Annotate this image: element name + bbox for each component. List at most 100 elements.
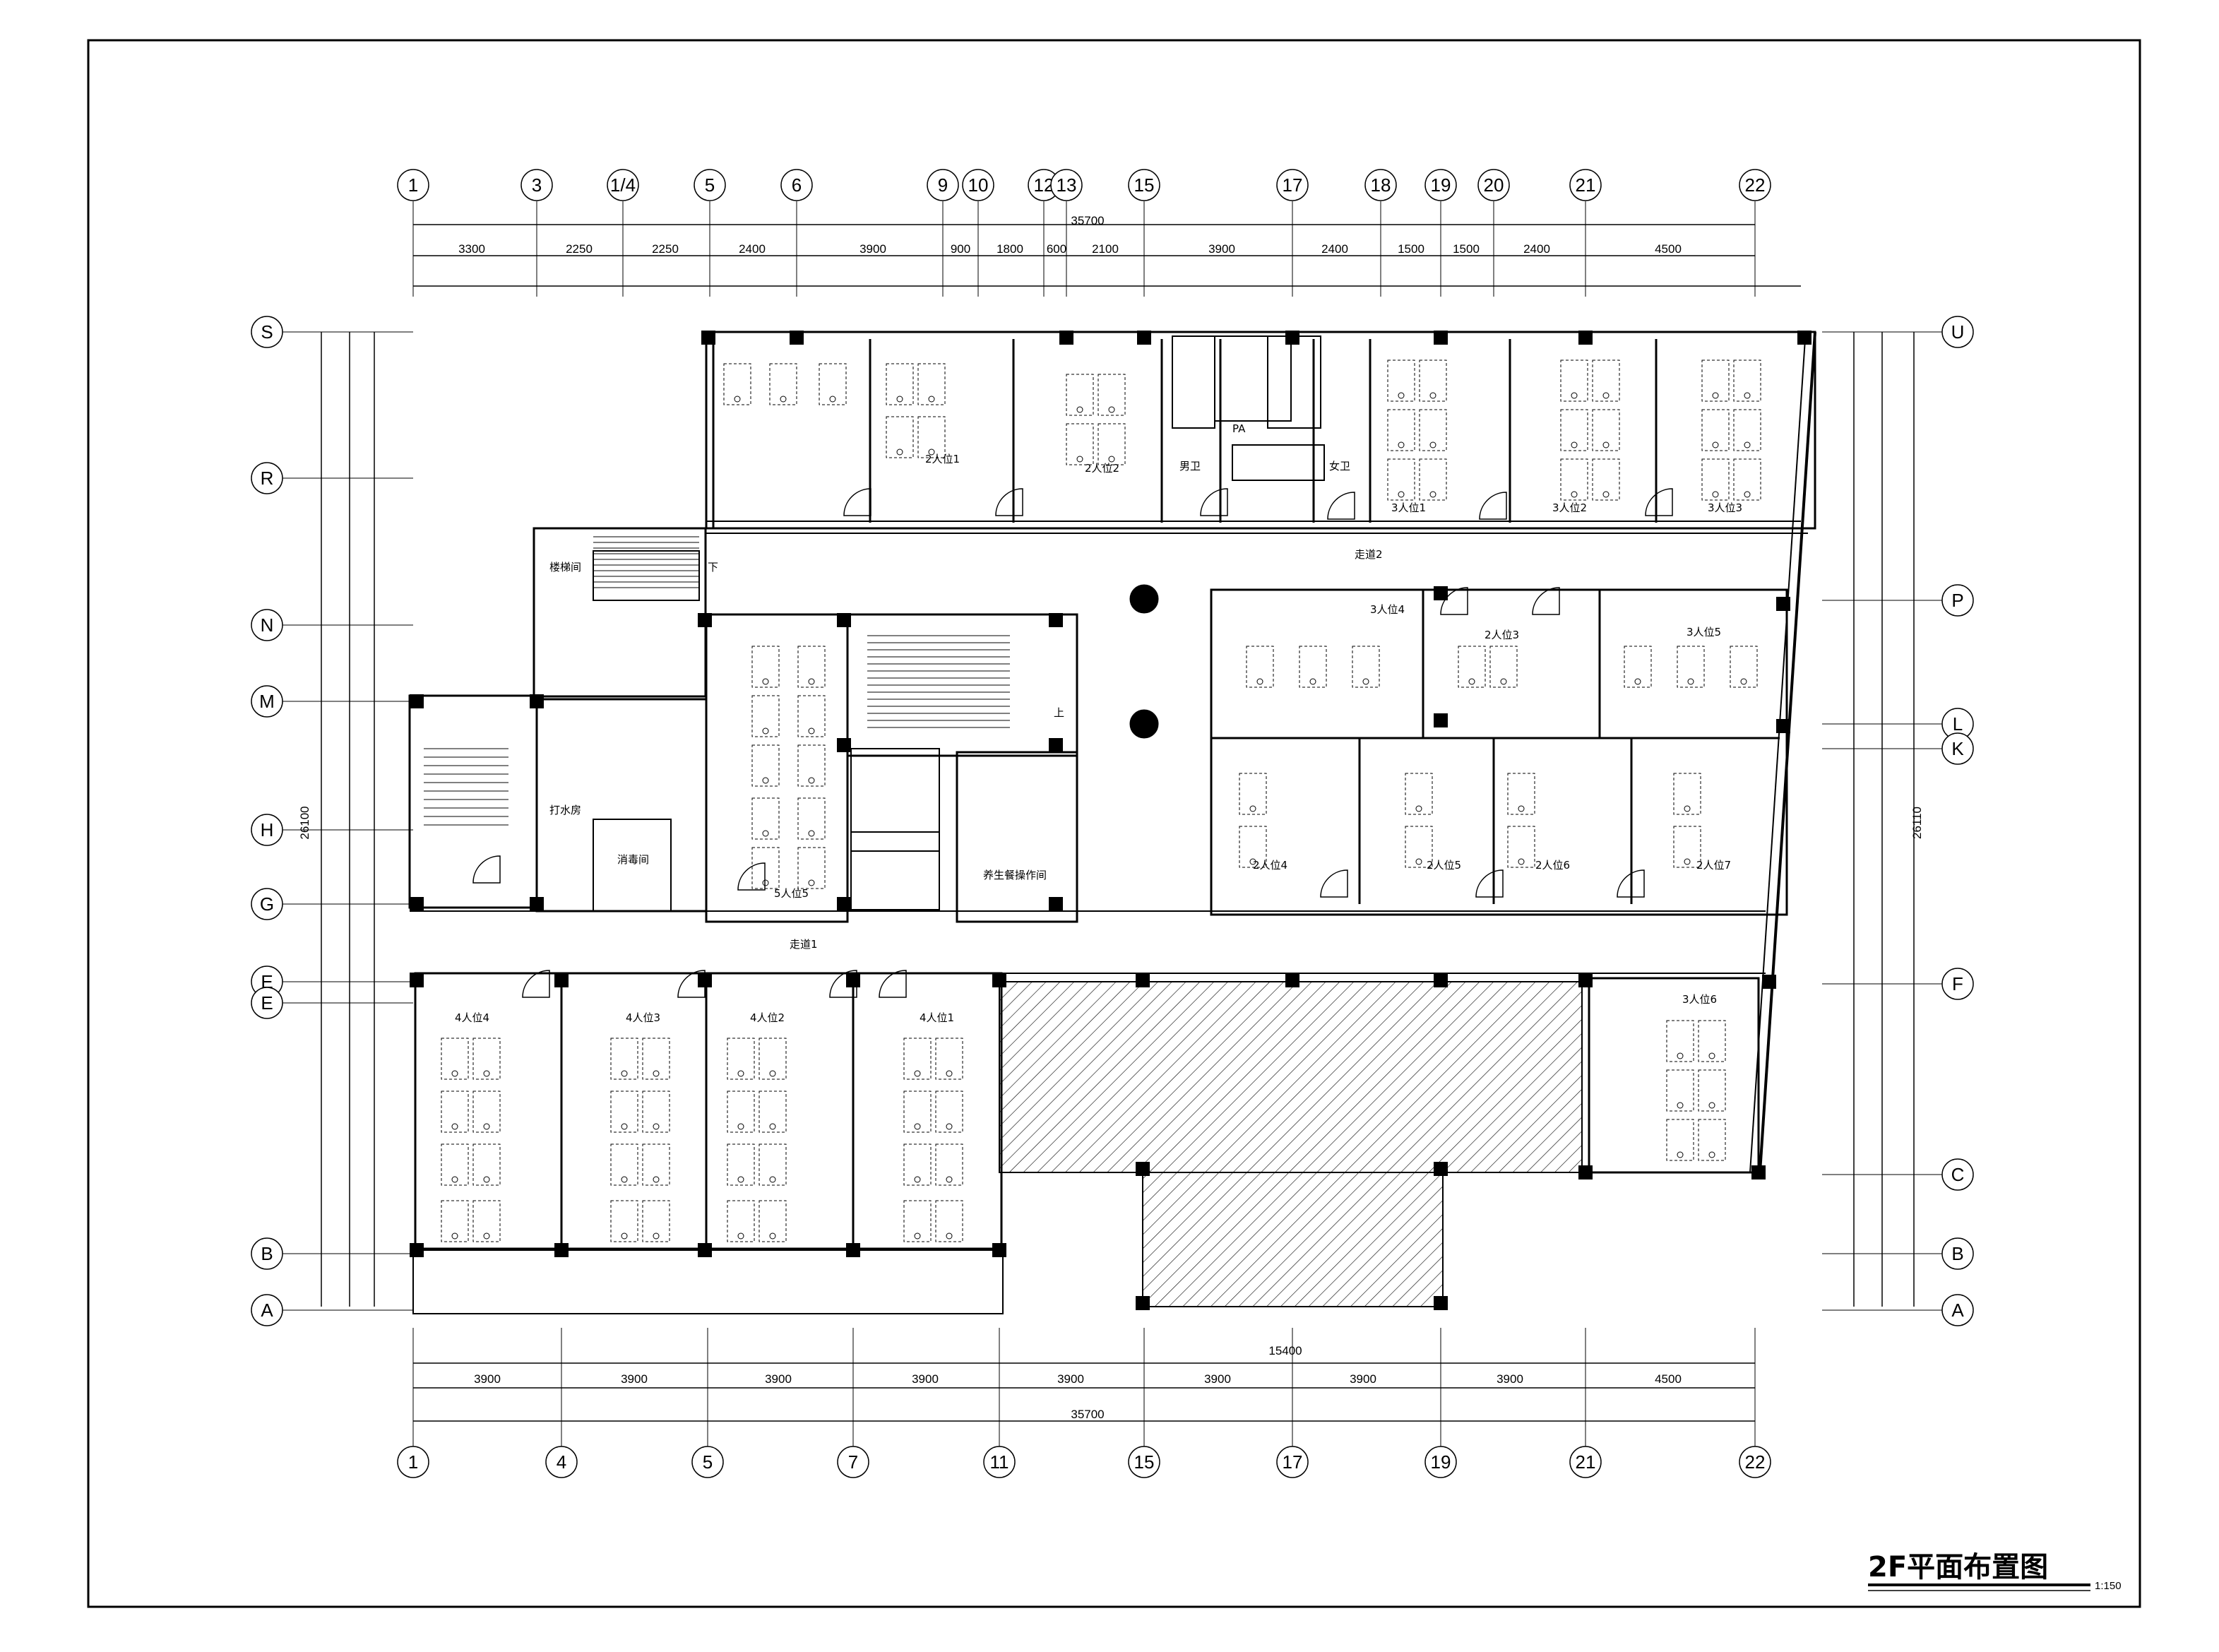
svg-text:1/4: 1/4 (610, 174, 636, 196)
axis-bubble: 21 (1569, 169, 1602, 201)
axis-bubble: 22 (1739, 169, 1771, 201)
svg-text:K: K (1951, 738, 1964, 759)
furniture-layer (441, 359, 1761, 1242)
room-label-stair: 楼梯间 (549, 561, 581, 574)
axis-bubble: 15 (1128, 169, 1160, 201)
room-label-disinfect: 消毒间 (617, 853, 649, 866)
dim-bottom-mid: 15400 (1268, 1344, 1302, 1357)
dim-bottom-segment: 3900 (1204, 1372, 1231, 1386)
svg-text:P: P (1951, 590, 1963, 611)
svg-text:E: E (261, 971, 273, 992)
axis-bubble: 18 (1364, 169, 1397, 201)
room-label-3p2: 3人位2 (1552, 501, 1587, 514)
room-label-2p4: 2人位4 (1253, 859, 1287, 872)
axis-bubble: 5 (691, 1446, 724, 1478)
dim-right-total: 26110 (1910, 807, 1924, 839)
svg-text:9: 9 (938, 174, 948, 196)
dim-top-segment: 4500 (1655, 242, 1682, 256)
dim-top-segment: 2400 (1321, 242, 1348, 256)
axis-bubble: 22 (1739, 1446, 1771, 1478)
svg-text:19: 19 (1431, 1451, 1451, 1473)
room-label-women: 女卫 (1329, 460, 1350, 473)
svg-text:17: 17 (1283, 1451, 1303, 1473)
svg-text:3: 3 (532, 174, 542, 196)
dim-top-segment: 1800 (997, 242, 1023, 256)
axis-bubble: A (251, 1294, 283, 1326)
dim-top-segment: 1500 (1453, 242, 1480, 256)
stair-up-label: 上 (1054, 706, 1064, 719)
room-label-3p1: 3人位1 (1391, 501, 1426, 514)
axis-bubble: 19 (1424, 169, 1457, 201)
corridor-label-1: 走道1 (790, 938, 818, 951)
axis-bubble: 20 (1477, 169, 1510, 201)
axis-bubble: 10 (962, 169, 994, 201)
svg-text:1: 1 (408, 1451, 418, 1473)
dim-top-segment: 2100 (1092, 242, 1119, 256)
axis-bubble: F (1941, 968, 1974, 1000)
svg-text:13: 13 (1057, 174, 1077, 196)
axis-bubble: 1 (397, 169, 429, 201)
room-label-3p4: 3人位4 (1370, 603, 1405, 616)
svg-text:H: H (261, 819, 274, 840)
axis-bubble: 19 (1424, 1446, 1457, 1478)
room-label-pa: PA (1232, 422, 1246, 435)
svg-text:10: 10 (968, 174, 989, 196)
svg-text:U: U (1951, 321, 1965, 343)
room-label-2p1: 2人位1 (925, 453, 960, 465)
svg-text:15: 15 (1134, 174, 1155, 196)
axis-bubble: S (251, 316, 283, 348)
svg-text:A: A (261, 1300, 273, 1321)
room-label-3p5: 3人位5 (1686, 626, 1721, 638)
room-label-3p3: 3人位3 (1708, 501, 1742, 514)
svg-text:18: 18 (1371, 174, 1391, 196)
svg-text:C: C (1951, 1164, 1965, 1185)
axis-bubble: 21 (1569, 1446, 1602, 1478)
axis-bubble: L (1941, 708, 1974, 740)
svg-text:B: B (261, 1243, 273, 1264)
dim-top-segment: 3900 (1208, 242, 1235, 256)
axis-bubble: M (251, 685, 283, 718)
axis-bubble: H (251, 814, 283, 846)
room-label-4p3: 4人位3 (626, 1011, 660, 1024)
structural-columns (410, 331, 1812, 1310)
axis-bubble: N (251, 609, 283, 641)
axis-bubble: 1 (397, 1446, 429, 1478)
dimension-lines (282, 201, 1942, 1446)
svg-text:5: 5 (703, 1451, 713, 1473)
svg-text:M: M (259, 691, 275, 712)
axis-bubble: 4 (545, 1446, 578, 1478)
axis-bubble: E (251, 987, 283, 1019)
svg-text:B: B (1951, 1243, 1963, 1264)
svg-text:21: 21 (1576, 1451, 1596, 1473)
dim-bottom-segment: 4500 (1655, 1372, 1682, 1386)
dim-top-total: 35700 (1071, 214, 1104, 227)
axis-bubble: 7 (837, 1446, 869, 1478)
svg-text:20: 20 (1484, 174, 1504, 196)
axis-bubble: U (1941, 316, 1974, 348)
svg-text:R: R (261, 468, 274, 489)
dim-top-segment: 2250 (566, 242, 593, 256)
axis-bubble: 17 (1276, 169, 1309, 201)
dim-bottom-segment: 3900 (1497, 1372, 1523, 1386)
svg-text:22: 22 (1745, 174, 1766, 196)
room-label-4p1: 4人位1 (920, 1011, 954, 1024)
corridor-label-2: 走道2 (1355, 548, 1383, 561)
dim-left-total: 26100 (298, 806, 311, 839)
room-label-4p4: 4人位4 (455, 1011, 489, 1024)
dim-top-segment: 1500 (1398, 242, 1424, 256)
dim-top-segment: 3300 (458, 242, 485, 256)
svg-text:F: F (1952, 973, 1963, 994)
dim-top-segment: 2400 (1523, 242, 1550, 256)
axis-bubble: A (1941, 1294, 1974, 1326)
room-label-5p5: 5人位5 (774, 887, 809, 900)
svg-text:6: 6 (792, 174, 802, 196)
svg-text:19: 19 (1431, 174, 1451, 196)
svg-text:N: N (261, 614, 274, 636)
axis-bubble: 1/4 (607, 169, 639, 201)
room-label-2p6: 2人位6 (1535, 859, 1570, 872)
room-label-3p6: 3人位6 (1682, 993, 1717, 1006)
axis-bubble: G (251, 888, 283, 920)
